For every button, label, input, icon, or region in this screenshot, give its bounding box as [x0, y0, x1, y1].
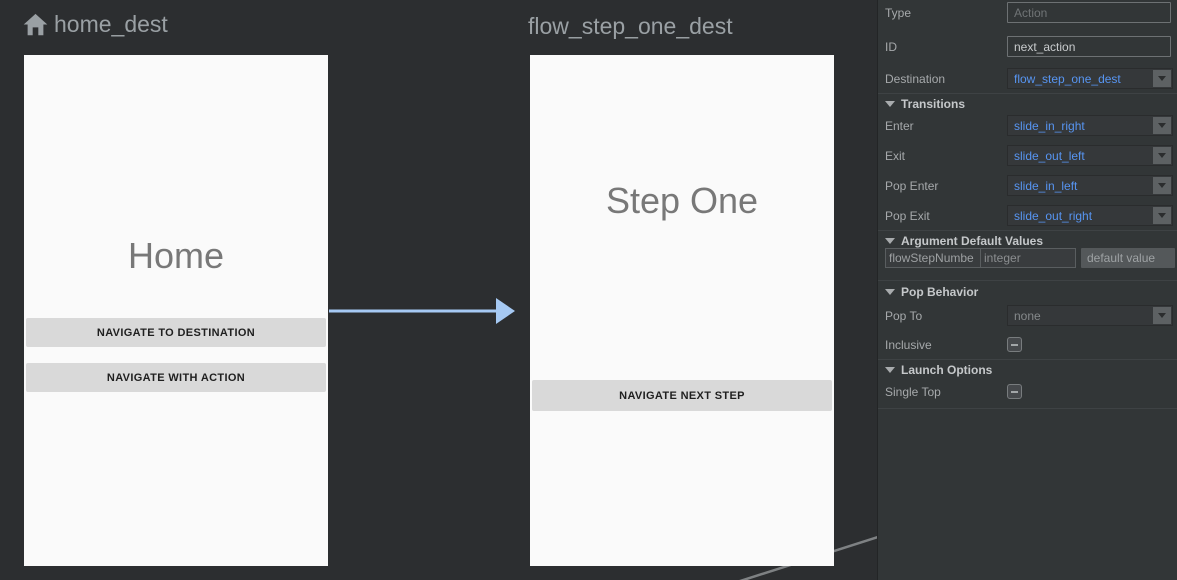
indeterminate-dash-icon: [1011, 343, 1018, 346]
pop-exit-value: slide_out_right: [1014, 208, 1093, 223]
chevron-down-icon[interactable]: [1153, 117, 1171, 134]
argument-row: flowStepNumbe integer: [878, 248, 1177, 270]
section-header-pop-behavior[interactable]: Pop Behavior: [885, 284, 978, 300]
argument-name: flowStepNumbe: [886, 249, 981, 267]
destination-label-home[interactable]: home_dest: [22, 11, 168, 38]
pop-to-label: Pop To: [885, 309, 923, 323]
pop-exit-label: Pop Exit: [885, 209, 930, 223]
section-header-launch-options[interactable]: Launch Options: [885, 362, 992, 378]
single-top-checkbox[interactable]: [1007, 384, 1022, 399]
navigate-next-step-button: NAVIGATE NEXT STEP: [532, 380, 832, 411]
pop-enter-dropdown[interactable]: slide_in_left: [1007, 175, 1173, 196]
single-top-row: Single Top: [878, 384, 1177, 400]
chevron-down-icon[interactable]: [1153, 307, 1171, 324]
enter-row: Enter slide_in_right: [878, 115, 1177, 137]
pop-exit-dropdown[interactable]: slide_out_right: [1007, 205, 1173, 226]
divider: [878, 230, 1177, 231]
navigate-to-destination-button: NAVIGATE TO DESTINATION: [26, 318, 326, 347]
launch-options-header-text: Launch Options: [901, 363, 993, 377]
argument-name-type-cells: flowStepNumbe integer: [885, 248, 1076, 268]
type-input[interactable]: [1007, 2, 1171, 23]
pop-enter-value: slide_in_left: [1014, 178, 1078, 193]
destination-dropdown[interactable]: flow_step_one_dest: [1007, 68, 1173, 89]
exit-row: Exit slide_out_left: [878, 145, 1177, 167]
chevron-down-icon[interactable]: [1153, 207, 1171, 224]
divider: [878, 280, 1177, 281]
home-icon: [23, 13, 48, 36]
action-edge-arrowhead[interactable]: [496, 298, 515, 324]
id-input[interactable]: [1007, 36, 1171, 57]
transitions-header-text: Transitions: [901, 97, 966, 111]
nav-editor-canvas[interactable]: home_dest flow_step_one_dest Home NAVIGA…: [0, 0, 877, 580]
id-label: ID: [885, 40, 897, 54]
inclusive-checkbox[interactable]: [1007, 337, 1022, 352]
destination-name-home: home_dest: [54, 11, 168, 37]
exit-label: Exit: [885, 149, 906, 163]
pop-enter-row: Pop Enter slide_in_left: [878, 175, 1177, 197]
arguments-header-text: Argument Default Values: [901, 234, 1044, 248]
enter-label: Enter: [885, 119, 914, 133]
id-row: ID: [878, 36, 1177, 58]
divider: [878, 93, 1177, 94]
destination-card-flow-step-one[interactable]: Step One NAVIGATE NEXT STEP: [530, 55, 834, 566]
type-label: Type: [885, 6, 912, 20]
destination-label-flow[interactable]: flow_step_one_dest: [528, 13, 733, 40]
inclusive-row: Inclusive: [878, 337, 1177, 353]
destination-card-home[interactable]: Home NAVIGATE TO DESTINATION NAVIGATE WI…: [24, 55, 328, 566]
inclusive-label: Inclusive: [885, 338, 932, 352]
type-row: Type: [878, 2, 1177, 24]
chevron-down-icon[interactable]: [1153, 177, 1171, 194]
pop-enter-label: Pop Enter: [885, 179, 939, 193]
home-screen-title: Home: [127, 235, 225, 276]
pop-behavior-header-text: Pop Behavior: [901, 285, 979, 299]
destination-value: flow_step_one_dest: [1014, 71, 1121, 86]
enter-value: slide_in_right: [1014, 118, 1085, 133]
argument-type: integer: [984, 251, 1021, 265]
collapse-arrow-icon: [885, 101, 895, 107]
pop-to-value: none: [1014, 308, 1041, 323]
collapse-arrow-icon: [885, 367, 895, 373]
chevron-down-icon[interactable]: [1153, 147, 1171, 164]
indeterminate-dash-icon: [1011, 390, 1018, 393]
exit-value: slide_out_left: [1014, 148, 1085, 163]
navigate-with-action-button: NAVIGATE WITH ACTION: [26, 363, 326, 392]
single-top-label: Single Top: [885, 385, 941, 399]
attributes-panel: Type ID Destination flow_step_one_dest T…: [877, 0, 1177, 580]
pop-exit-row: Pop Exit slide_out_right: [878, 205, 1177, 227]
section-header-argument-default-values[interactable]: Argument Default Values: [885, 233, 1043, 249]
section-header-transitions[interactable]: Transitions: [885, 96, 965, 112]
destination-row: Destination flow_step_one_dest: [878, 68, 1177, 90]
exit-dropdown[interactable]: slide_out_left: [1007, 145, 1173, 166]
destination-label: Destination: [885, 72, 946, 86]
collapse-arrow-icon: [885, 238, 895, 244]
collapse-arrow-icon: [885, 289, 895, 295]
argument-default-value-input[interactable]: [1081, 248, 1175, 268]
enter-dropdown[interactable]: slide_in_right: [1007, 115, 1173, 136]
divider: [878, 359, 1177, 360]
pop-to-row: Pop To none: [878, 305, 1177, 327]
destination-name-flow: flow_step_one_dest: [528, 13, 733, 39]
flow-screen-title: Step One: [605, 180, 759, 221]
pop-to-dropdown[interactable]: none: [1007, 305, 1173, 326]
chevron-down-icon[interactable]: [1153, 70, 1171, 87]
divider: [878, 408, 1177, 409]
